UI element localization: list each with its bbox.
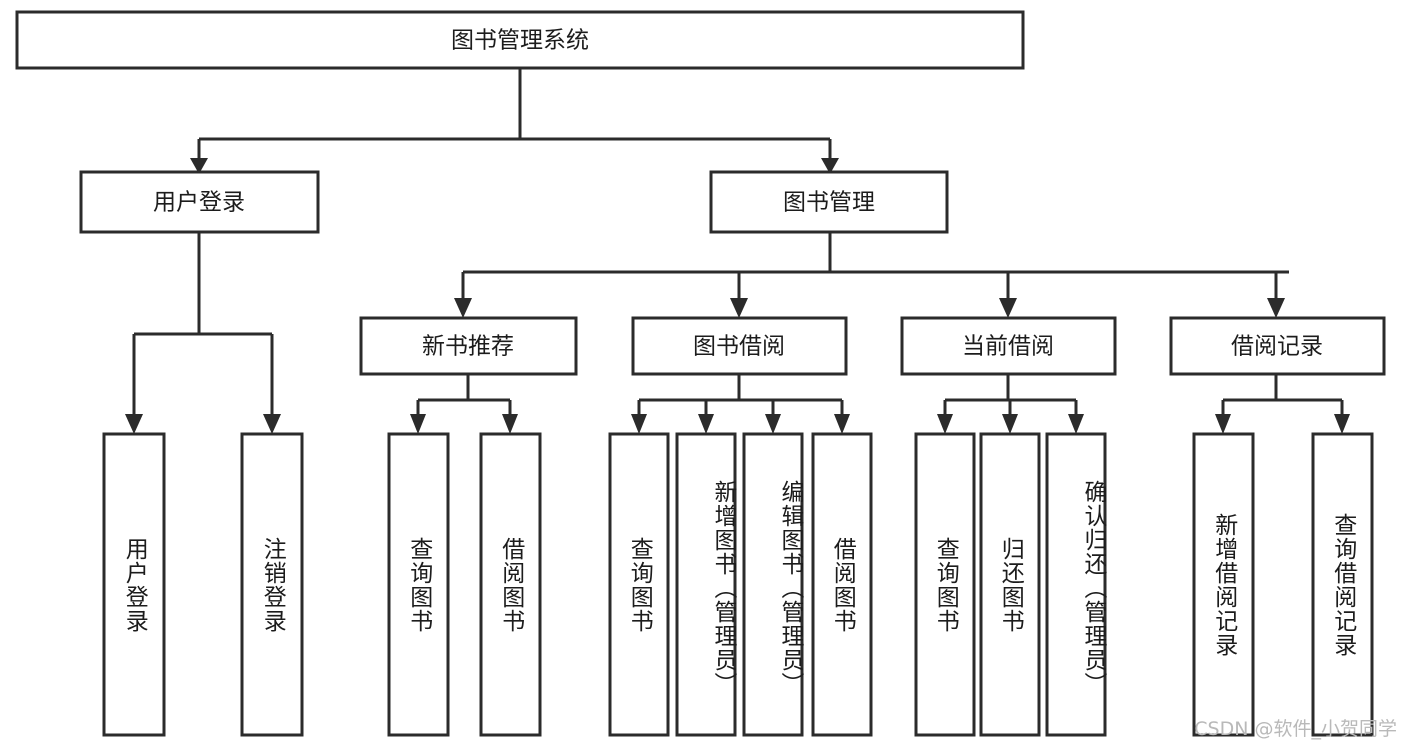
node-book-borrow[interactable]: 图书借阅 — [631, 316, 848, 376]
arrowhead-current-borrow — [999, 298, 1017, 318]
root-box[interactable] — [15, 10, 1025, 70]
leaf-box-bb-borrow-book[interactable] — [811, 432, 873, 737]
arrowhead-bb-leaf-3 — [765, 414, 781, 434]
leaf-box-cb-query-book[interactable] — [914, 432, 976, 737]
leaf-box-logout[interactable] — [240, 432, 304, 737]
arrowhead-book-borrow — [730, 298, 748, 318]
node-user-login[interactable]: 用户登录 — [79, 170, 320, 234]
user-login-box[interactable] — [79, 170, 320, 234]
leaf-box-nb-query-book[interactable] — [387, 432, 450, 737]
arrowhead-cb-leaf-3 — [1068, 414, 1084, 434]
arrowhead-nb-leaf-1 — [410, 414, 426, 434]
leaf-box-bb-query-book[interactable] — [608, 432, 670, 737]
leaf-box-br-query-record[interactable] — [1311, 432, 1374, 737]
arrowhead-new-book — [454, 298, 472, 318]
node-borrow-record[interactable]: 借阅记录 — [1169, 316, 1386, 376]
root-label: 图书管理系统 — [451, 28, 589, 54]
arrowhead-cb-leaf-2 — [1002, 414, 1018, 434]
new-book-recommend-box[interactable] — [359, 316, 578, 376]
leaf-box-br-add-record[interactable] — [1192, 432, 1255, 737]
arrowhead-leaf-logout — [263, 414, 281, 434]
new-book-recommend-label: 新书推荐 — [422, 334, 514, 360]
book-manage-box[interactable] — [709, 170, 949, 234]
leaf-boxes-layer — [102, 432, 1374, 737]
user-login-label: 用户登录 — [153, 190, 245, 216]
leaf-box-cb-confirm-return[interactable] — [1045, 432, 1107, 737]
node-root[interactable]: 图书管理系统 — [15, 10, 1025, 70]
connectors-layer — [125, 68, 1350, 434]
csdn-watermark: CSDN @软件_小贺同学 — [1194, 718, 1397, 740]
current-borrow-box[interactable] — [900, 316, 1117, 376]
arrowhead-book-manage — [821, 158, 839, 174]
arrowhead-bb-leaf-2 — [698, 414, 714, 434]
arrowhead-bb-leaf-4 — [834, 414, 850, 434]
arrowhead-leaf-user-login — [125, 414, 143, 434]
arrowhead-nb-leaf-2 — [502, 414, 518, 434]
leaf-box-user-login[interactable] — [102, 432, 166, 737]
book-borrow-label: 图书借阅 — [693, 334, 785, 360]
arrowhead-user-login — [190, 158, 208, 174]
arrowhead-borrow-record — [1267, 298, 1285, 318]
book-borrow-box[interactable] — [631, 316, 848, 376]
book-manage-label: 图书管理 — [783, 190, 875, 216]
arrowhead-bb-leaf-1 — [631, 414, 647, 434]
leaf-box-cb-return-book[interactable] — [979, 432, 1041, 737]
node-current-borrow[interactable]: 当前借阅 — [900, 316, 1117, 376]
borrow-record-label: 借阅记录 — [1231, 334, 1323, 360]
borrow-record-box[interactable] — [1169, 316, 1386, 376]
leaf-box-nb-borrow-book[interactable] — [479, 432, 542, 737]
leaf-box-bb-add-book[interactable] — [675, 432, 737, 737]
arrowhead-br-leaf-1 — [1215, 414, 1231, 434]
node-new-book-recommend[interactable]: 新书推荐 — [359, 316, 578, 376]
leaf-box-bb-edit-book[interactable] — [742, 432, 804, 737]
arrowhead-cb-leaf-1 — [937, 414, 953, 434]
current-borrow-label: 当前借阅 — [962, 334, 1054, 360]
arrowhead-br-leaf-2 — [1334, 414, 1350, 434]
node-book-manage[interactable]: 图书管理 — [709, 170, 949, 234]
